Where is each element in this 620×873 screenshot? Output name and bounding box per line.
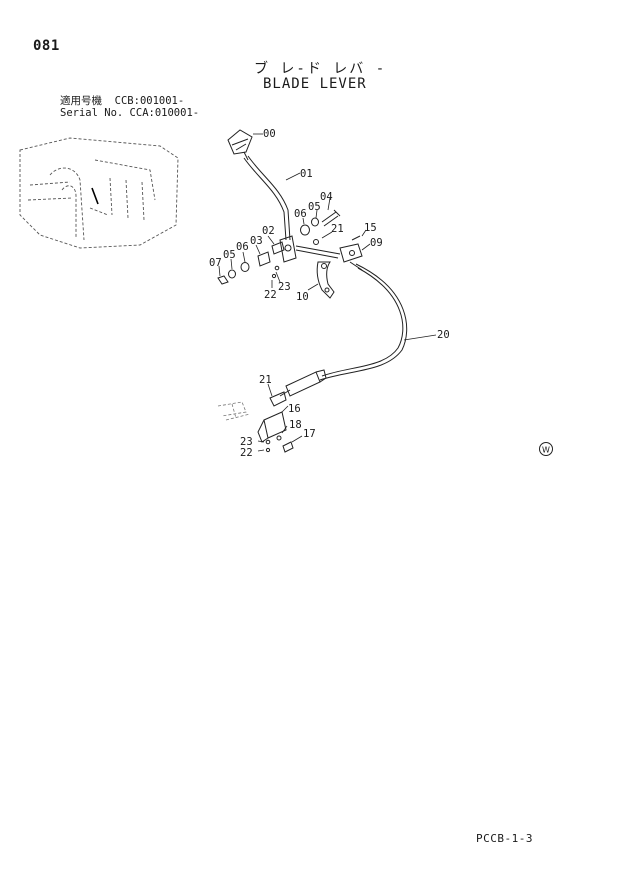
part-bolt-17: [282, 441, 294, 453]
callout-21-lower: 21: [259, 374, 272, 386]
callout-06-lower: 06: [236, 241, 249, 253]
title-japanese: ブ レ-ド レバ -: [254, 61, 387, 77]
callout-15: 15: [364, 222, 377, 234]
part-pin-23-lower: [265, 439, 271, 445]
callout-18: 18: [289, 419, 302, 431]
callout-10: 10: [296, 291, 309, 303]
model-badge-circle: [539, 442, 553, 456]
serial-label-serial-no: Serial No.: [60, 107, 124, 119]
serial-info: 適用号機 CCB:001001- Serial No. CCA:010001-: [60, 95, 199, 119]
title-english: BLADE LEVER: [263, 76, 367, 92]
callout-23-upper: 23: [278, 281, 291, 293]
part-pin-23-upper: [274, 265, 280, 271]
serial-value-applicable: CCB:001001-: [114, 95, 185, 107]
serial-label-applicable: 適用号機: [60, 95, 102, 107]
part-pin-22-lower: [265, 447, 271, 453]
part-clevis-09: [339, 243, 363, 263]
callout-02: 02: [262, 225, 275, 237]
part-nut-07: [217, 275, 229, 285]
callout-06-upper: 06: [294, 208, 307, 220]
serial-row-serial-no: Serial No. CCA:010001-: [60, 107, 199, 119]
part-sleeve-03: [257, 251, 271, 267]
callout-20: 20: [437, 329, 450, 341]
part-washer-18: [276, 435, 282, 441]
part-washer-05-lower: [228, 269, 236, 279]
context-pointer: [91, 187, 99, 205]
part-lever-rod: [243, 155, 291, 241]
part-bushing-02: [271, 241, 285, 255]
machine-context-sketch: [19, 137, 179, 249]
callout-00: 00: [263, 128, 276, 140]
part-lever-bracket: [279, 235, 297, 263]
page-number: 081: [33, 38, 60, 54]
part-washer-06-upper: [300, 224, 310, 236]
part-link-21-lower: [269, 391, 287, 407]
callout-09: 09: [370, 237, 383, 249]
part-pin-22-upper: [271, 273, 277, 279]
callout-17: 17: [303, 428, 316, 440]
part-knob: [227, 129, 253, 161]
callout-23-lower: 23: [240, 436, 253, 448]
part-link-21-upper: [295, 239, 341, 259]
part-washer-06-lower: [240, 262, 250, 272]
part-bracket-16: [257, 411, 287, 443]
callout-01: 01: [300, 168, 313, 180]
part-bolt-04: [321, 209, 341, 227]
serial-row-applicable: 適用号機 CCB:001001-: [60, 95, 199, 107]
callout-21-upper: 21: [331, 223, 344, 235]
callout-03: 03: [250, 235, 263, 247]
part-washer-05-upper: [311, 217, 319, 227]
serial-value-serial-no: CCA:010001-: [129, 107, 200, 119]
callout-05-lower: 05: [223, 249, 236, 261]
part-cable-20: [319, 261, 408, 381]
lower-context-sketch: [217, 401, 251, 421]
footer-page-code: PCCB-1-3: [476, 832, 533, 845]
callout-05-upper: 05: [308, 201, 321, 213]
part-lever-arm-10: [316, 261, 335, 299]
callout-22-lower: 22: [240, 447, 253, 459]
part-pin-15: [351, 235, 361, 241]
model-badge-letter: W: [542, 446, 550, 455]
callout-04: 04: [320, 191, 333, 203]
part-cable-sleeve-lower: [279, 369, 327, 397]
callout-22-upper: 22: [264, 289, 277, 301]
callout-07: 07: [209, 257, 222, 269]
callout-16: 16: [288, 403, 301, 415]
